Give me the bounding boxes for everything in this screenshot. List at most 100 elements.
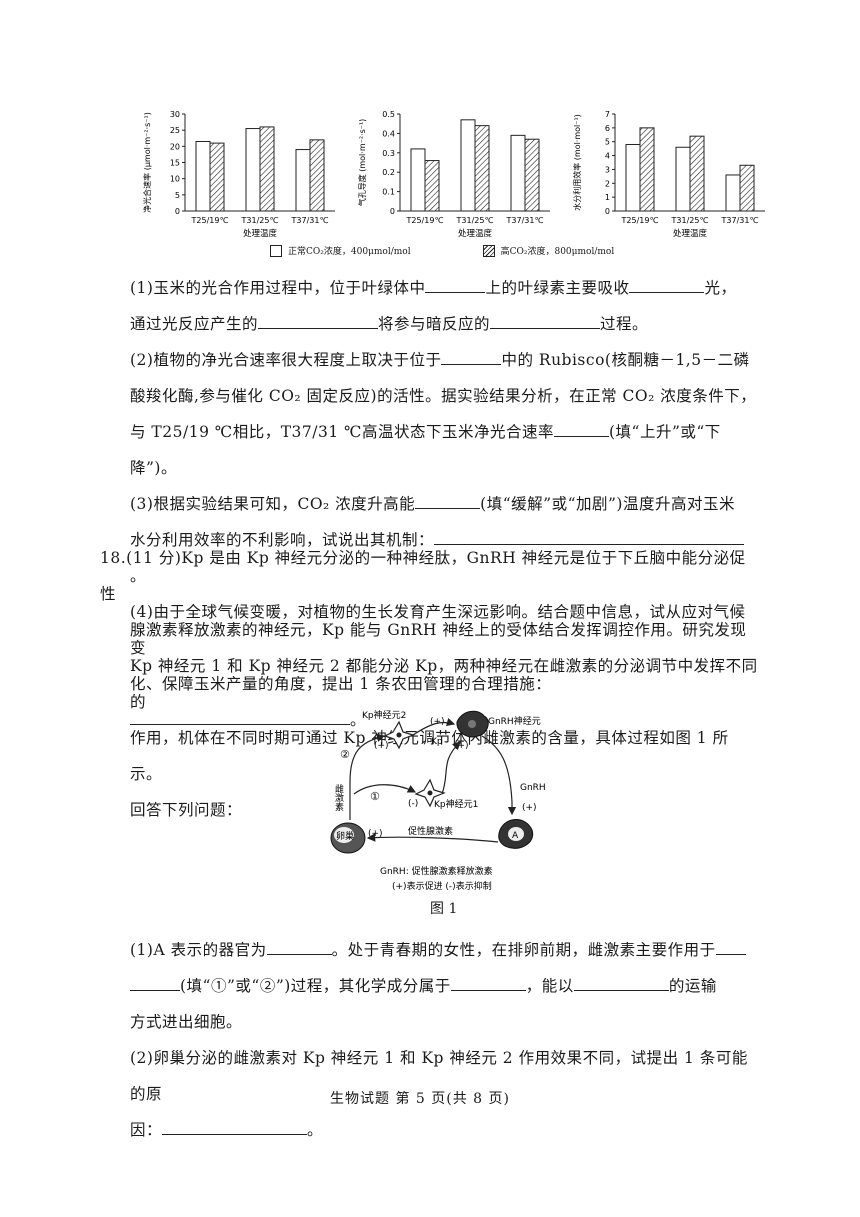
kp-neuron-1 xyxy=(414,778,446,808)
text-line: Kp 神经元 1 和 Kp 神经元 2 都能分泌 Kp，两种神经元在雌激素的分泌… xyxy=(130,657,758,711)
y-axis-label: 水分利用效率 (mol·mol⁻¹) xyxy=(572,114,582,211)
text: (1)玉米的光合作用过程中，位于叶绿体中 xyxy=(130,279,426,297)
bar-normal-co2 xyxy=(295,149,311,212)
text: (填“缓解”或“加剧”)温度升高对玉米 xyxy=(480,495,735,513)
legend-swatch-high xyxy=(482,244,495,257)
answer-blank[interactable] xyxy=(450,972,526,991)
label-process-1: ① xyxy=(370,790,380,803)
x-tick-label: T37/31℃ xyxy=(506,216,544,225)
x-tick-label: T31/25℃ xyxy=(456,216,494,225)
bar-high-co2 xyxy=(524,138,540,212)
text-line: 化、保障玉米产量的角度，提出 1 条农田管理的合理措施：。 xyxy=(130,666,760,738)
answer-blank[interactable] xyxy=(434,526,745,545)
y-tick-label: 10 xyxy=(170,175,180,184)
y-tick-label: 15 xyxy=(170,159,180,168)
text-line: 与 T25/19 ℃相比，T37/31 ℃高温状态下玉米净光合速率(填“上升”或… xyxy=(130,414,760,486)
label-kp2: Kp神经元2 xyxy=(362,709,406,721)
answer-blank[interactable] xyxy=(553,418,609,437)
text-line: (2)植物的净光合速率很大程度上取决于位于中的 Rubisco(核酮糖－1,5－… xyxy=(130,342,760,378)
text-line: 18.(11 分)Kp 是由 Kp 神经元分泌的一种神经肽，GnRH 神经元是位… xyxy=(100,549,746,603)
chart-legend: 正常CO₂浓度，400μmol/mol 高CO₂浓度，800μmol/mol xyxy=(270,244,614,257)
text: 的运输 xyxy=(668,977,717,995)
label-plus: (+) xyxy=(522,803,537,813)
text: (填“上升”或“下降”)。 xyxy=(130,423,721,477)
answer-blank[interactable] xyxy=(130,706,350,725)
answer-blank[interactable] xyxy=(629,274,705,293)
answer-blank[interactable] xyxy=(573,972,669,991)
text: 因： xyxy=(130,1121,163,1139)
figure-caption: 图 1 xyxy=(430,901,458,917)
label-ovary: 卵巢 xyxy=(336,830,354,842)
answer-blank[interactable] xyxy=(258,310,379,329)
answer-blank[interactable] xyxy=(415,490,481,509)
y-tick-label: 7 xyxy=(605,110,610,119)
text-line: 方式进出细胞。 xyxy=(130,1013,243,1031)
text-line: 水分利用效率的不利影响，试说出其机制：。 xyxy=(130,522,760,594)
figure-note-gnrh: GnRH: 促性腺激素释放激素 xyxy=(380,865,493,877)
answer-blank[interactable] xyxy=(130,972,180,991)
text: 水分利用效率的不利影响，试说出其机制： xyxy=(130,531,435,549)
y-tick-label: 1 xyxy=(605,193,610,202)
bar-high-co2 xyxy=(424,160,440,212)
text: 光， xyxy=(704,279,737,297)
arrow-estrogen-to-kp1 xyxy=(353,784,417,795)
x-axis-label: 处理温度 xyxy=(243,228,278,239)
text: 化、保障玉米产量的角度，提出 1 条农田管理的合理措施： xyxy=(130,675,552,693)
text-line: 因：。 xyxy=(130,1112,760,1148)
answer-blank[interactable] xyxy=(425,274,486,293)
x-tick-label: T25/19℃ xyxy=(406,216,444,225)
x-tick-label: T31/25℃ xyxy=(671,216,709,225)
bar-high-co2 xyxy=(689,135,705,212)
label-plus: (+) xyxy=(454,741,469,751)
y-tick-label: 0 xyxy=(605,207,610,216)
x-axis-label: 处理温度 xyxy=(673,228,708,239)
answer-blank[interactable] xyxy=(715,936,746,955)
bar-normal-co2 xyxy=(725,174,741,212)
label-plus: (+) xyxy=(374,741,389,751)
label-fsh: 促性腺激素 xyxy=(408,825,453,837)
text: (填“①”或“②”)过程，其化学成分属于 xyxy=(180,977,451,995)
answer-blank[interactable] xyxy=(490,310,601,329)
text: 通过光反应产生的 xyxy=(130,315,259,333)
figure-1-diagram: Kp神经元2 (+) (+) GnRH神经元 Kp (+) GnRH (+) K… xyxy=(330,709,546,892)
page-footer: 生物试题 第 5 页(共 8 页) xyxy=(330,1091,510,1107)
label-process-2: ② xyxy=(340,748,350,761)
label-plus: (+) xyxy=(430,717,445,727)
y-tick-label: 4 xyxy=(605,152,610,161)
x-tick-label: T37/31℃ xyxy=(721,216,759,225)
text-line: (填“①”或“②”)过程，其化学成分属于，能以的运输 xyxy=(130,968,760,1004)
y-tick-label: 25 xyxy=(170,126,180,135)
bar-normal-co2 xyxy=(510,134,526,212)
bar-normal-co2 xyxy=(195,140,211,212)
y-tick-label: 0.5 xyxy=(382,110,395,119)
bar-high-co2 xyxy=(474,125,490,212)
legend-label-high: 高CO₂浓度，800μmol/mol xyxy=(500,247,615,257)
label-kp1: Kp神经元1 xyxy=(434,798,478,810)
arrow-kp1-to-gnrh xyxy=(441,741,461,795)
y-tick-label: 5 xyxy=(175,191,180,200)
y-tick-label: 3 xyxy=(605,165,610,174)
answer-blank[interactable] xyxy=(162,1116,308,1135)
organ-a xyxy=(498,819,534,849)
y-tick-label: 0 xyxy=(390,207,395,216)
answer-blank[interactable] xyxy=(266,936,332,955)
text-line: (2)卵巢分泌的雌激素对 Kp 神经元 1 和 Kp 神经元 2 作用效果不同，… xyxy=(130,1049,748,1103)
bar-high-co2 xyxy=(209,142,225,212)
bar-high-co2 xyxy=(739,164,755,212)
y-tick-label: 0.3 xyxy=(382,149,395,158)
bar-normal-co2 xyxy=(460,119,476,212)
y-tick-label: 2 xyxy=(605,179,610,188)
x-tick-label: T25/19℃ xyxy=(621,216,659,225)
label-minus: (-) xyxy=(408,799,418,809)
x-tick-label: T25/19℃ xyxy=(191,216,229,225)
y-axis-label: 气孔导度 (mol·m⁻²·s⁻¹) xyxy=(357,119,367,207)
bar-normal-co2 xyxy=(675,146,691,212)
ovary xyxy=(330,822,366,854)
text-line: (1)A 表示的器官为。处于青春期的女性，在排卵前期，雌激素主要作用于 xyxy=(130,932,760,968)
answer-blank[interactable] xyxy=(441,346,502,365)
label-gnrh: GnRH xyxy=(520,783,546,793)
